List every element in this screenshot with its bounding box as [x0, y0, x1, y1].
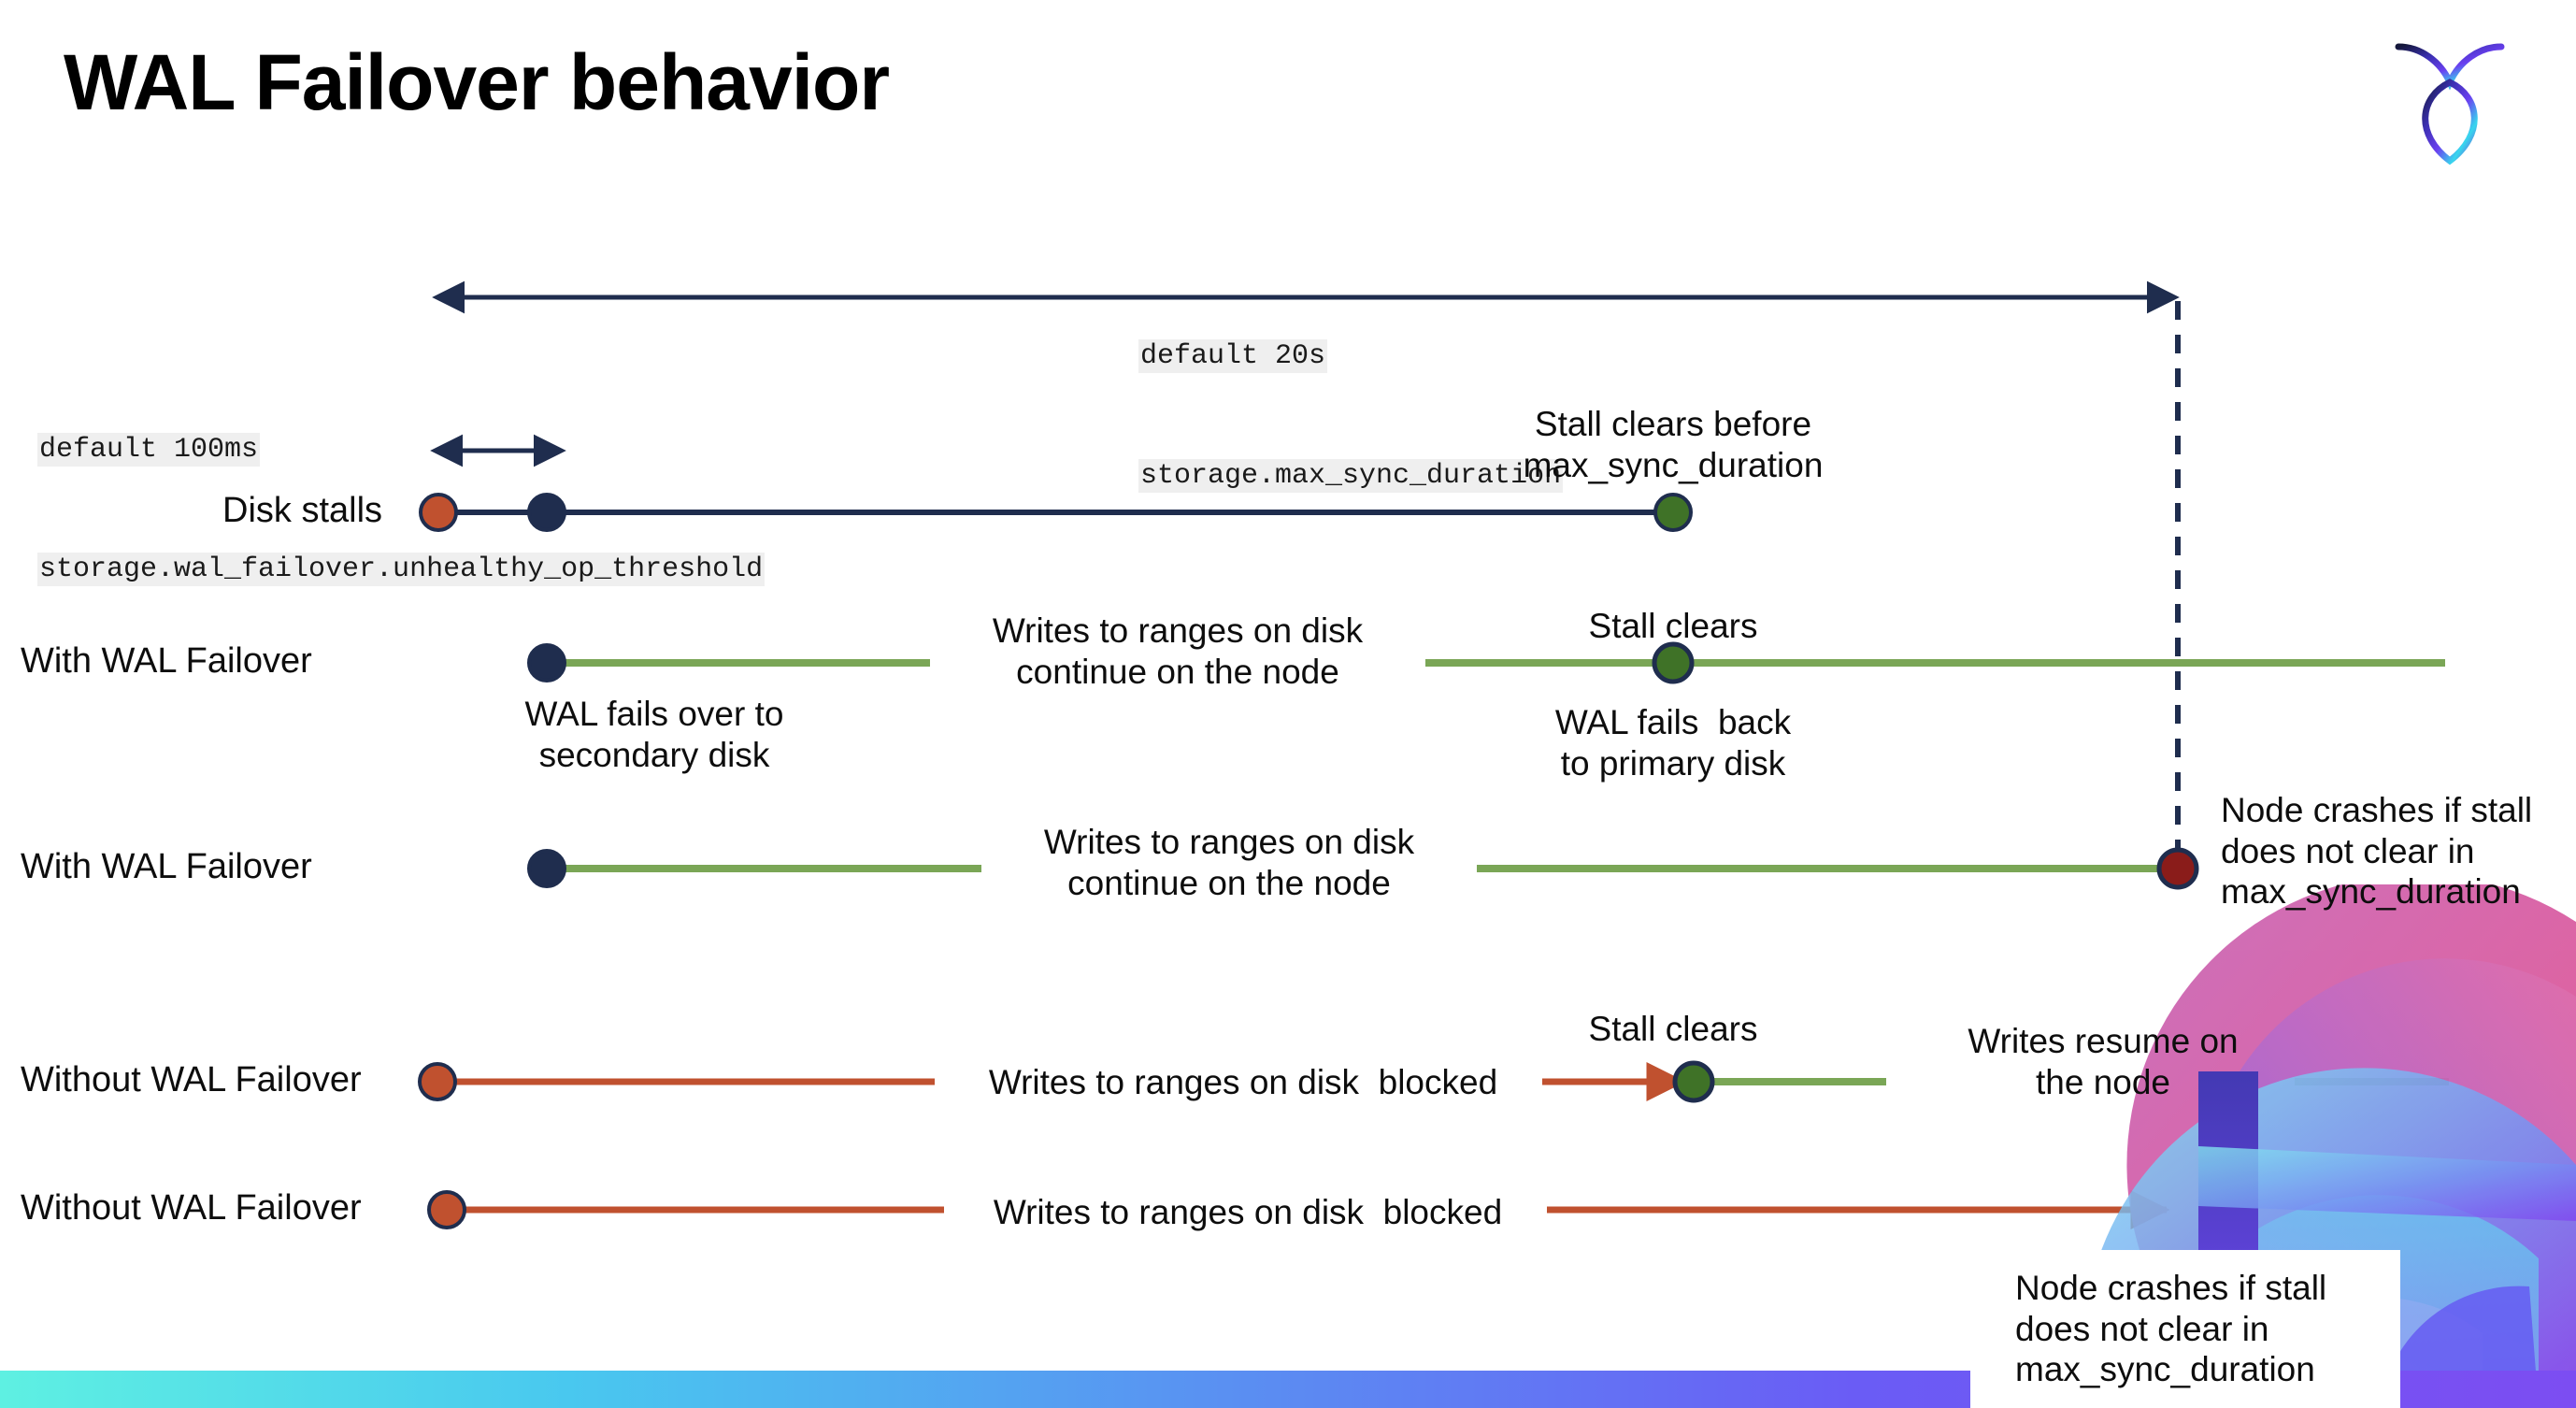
- cockroachdb-logo: [2389, 30, 2511, 165]
- marker-failover-start: [527, 643, 566, 682]
- marker-stall-cleared: [1672, 1060, 1715, 1103]
- marker-stall-cleared: [1653, 493, 1693, 532]
- annotation-writes-continue-row3: Writes to ranges on disk continue on the…: [1043, 823, 1415, 902]
- max-sync-setting-label: storage.max_sync_duration: [1138, 458, 1564, 493]
- annotation-stall-clears-row4: Stall clears: [1588, 1010, 1758, 1048]
- row-without-wal-failover-crash: [427, 1190, 2170, 1229]
- marker-threshold-crossed: [527, 493, 566, 532]
- annotation-node-crashes-row3: Node crashes if stall does not clear in …: [2221, 791, 2533, 912]
- annotation-writes-blocked-row5: Writes to ranges on disk blocked: [993, 1193, 1503, 1231]
- unhealthy-op-threshold-callout: default 100ms storage.wal_failover.unhea…: [37, 351, 766, 669]
- page-title: WAL Failover behavior: [64, 38, 890, 126]
- annotation-stall-clears-row2: Stall clears: [1588, 607, 1758, 645]
- row-with-wal-failover-crash: [527, 847, 2199, 890]
- marker-stall-cleared: [1652, 641, 1695, 684]
- unhealthy-default-label: default 100ms: [37, 433, 261, 467]
- max-sync-duration-callout: default 20s storage.max_sync_duration: [1138, 257, 1564, 576]
- row-label-disk-stalls: Disk stalls: [222, 491, 383, 530]
- marker-stall-start: [427, 1190, 466, 1229]
- unhealthy-setting-label: storage.wal_failover.unhealthy_op_thresh…: [37, 552, 766, 586]
- node-crash-callout-box: [1970, 1250, 2400, 1408]
- node-crashes-bottom-label: Node crashes if stall does not clear in …: [2015, 1269, 2327, 1389]
- marker-failover-start: [527, 849, 566, 888]
- row-label-with-wal-failover-clears: With WAL Failover: [21, 641, 312, 681]
- marker-stall-start: [419, 493, 458, 532]
- max-sync-default-label: default 20s: [1138, 339, 1328, 374]
- annotation-stall-clears-before: Stall clears before max_sync_duration: [1523, 405, 1824, 484]
- row-label-without-wal-failover-clears: Without WAL Failover: [21, 1060, 362, 1099]
- row-label-with-wal-failover-crash: With WAL Failover: [21, 847, 312, 886]
- row-label-without-wal-failover-crash: Without WAL Failover: [21, 1188, 362, 1228]
- marker-node-crash: [2156, 847, 2199, 890]
- annotation-wal-fails-over: WAL fails over to secondary disk: [524, 695, 784, 774]
- annotation-writes-blocked-row4: Writes to ranges on disk blocked: [988, 1063, 1498, 1101]
- row-with-wal-failover-clears: [527, 641, 2445, 684]
- row-disk-stalls: [419, 493, 1693, 532]
- annotation-writes-continue-row2: Writes to ranges on disk continue on the…: [992, 611, 1364, 691]
- annotation-wal-fails-back: WAL fails back to primary disk: [1554, 703, 1792, 783]
- marker-stall-start: [418, 1062, 457, 1101]
- annotation-writes-resume: Writes resume on the node: [1968, 1022, 2239, 1101]
